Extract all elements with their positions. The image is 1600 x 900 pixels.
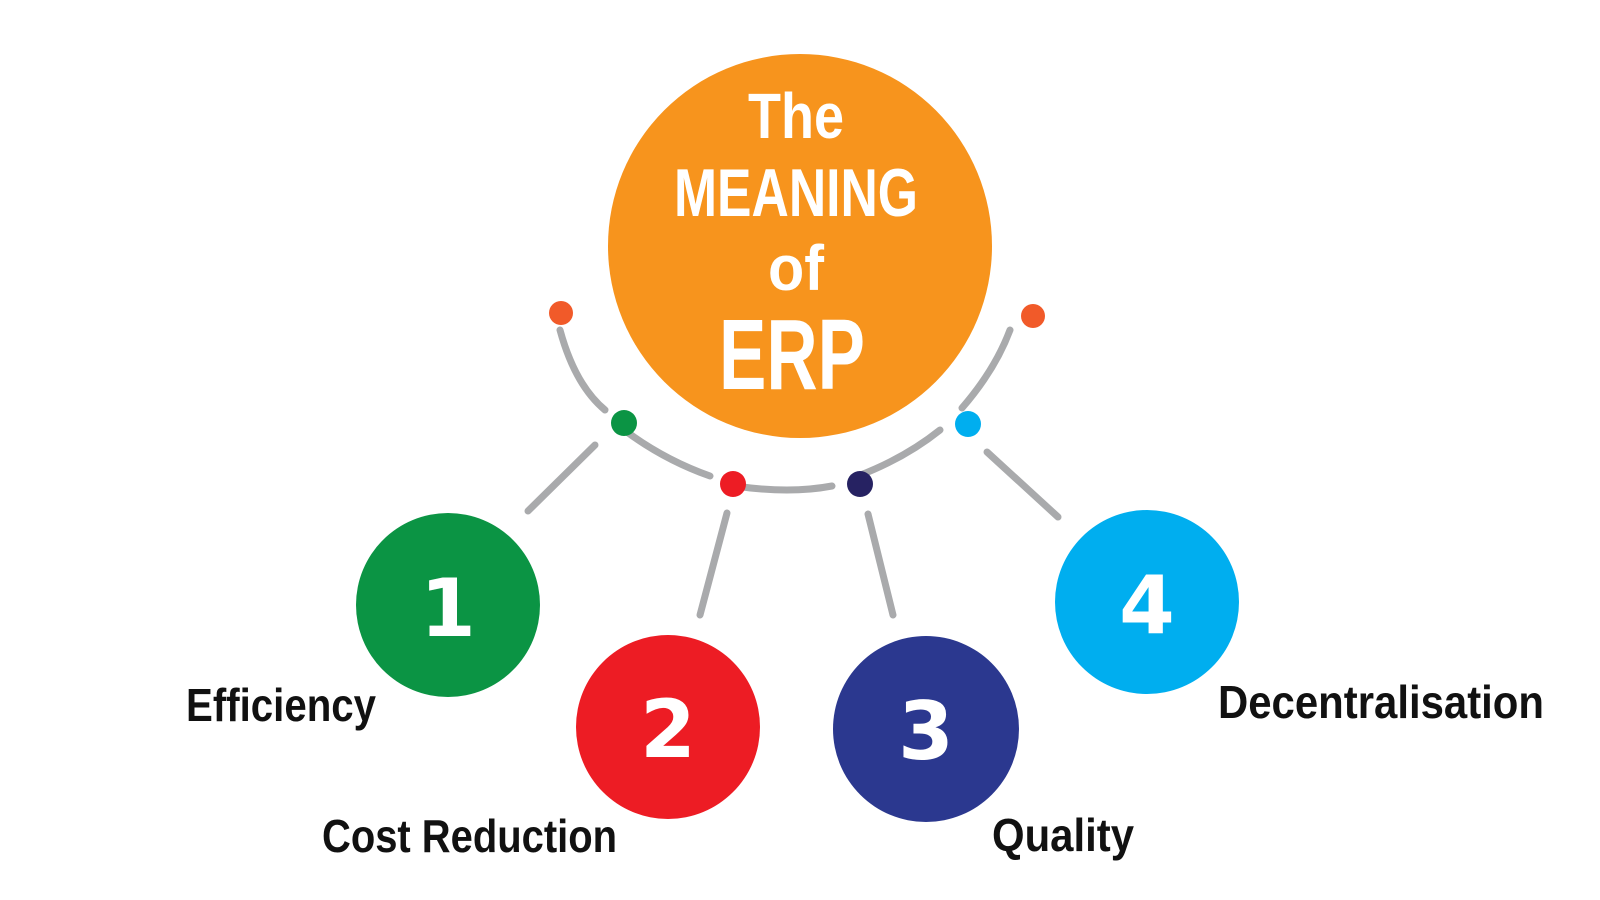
- arc-end-dot-left: [549, 301, 573, 325]
- spoke-1: [524, 441, 599, 515]
- spoke-4: [983, 448, 1062, 521]
- item-2-label: Cost Reduction: [322, 810, 617, 862]
- item-1-number: 1: [420, 562, 476, 655]
- item-1-label: Efficiency: [186, 679, 376, 731]
- junction-dot-3: [847, 471, 873, 497]
- junction-dot-4: [955, 411, 981, 437]
- junction-dot-2: [720, 471, 746, 497]
- item-4-label: Decentralisation: [1218, 676, 1544, 728]
- arc-segment-right-top: [958, 326, 1014, 412]
- item-3-circle: [833, 636, 1019, 822]
- item-2-number: 2: [640, 683, 696, 776]
- hub: The MEANING of ERP: [608, 54, 992, 438]
- item-3: 3 Quality: [833, 636, 1134, 861]
- arc-segment-left-mid: [623, 428, 714, 480]
- item-4-number: 4: [1119, 559, 1175, 652]
- arc-connector: [556, 326, 1014, 494]
- arc-segment-bottom: [731, 482, 836, 494]
- hub-line-of: of: [768, 232, 825, 304]
- item-2: 2 Cost Reduction: [322, 635, 760, 862]
- item-3-number: 3: [898, 685, 954, 778]
- item-1: 1 Efficiency: [186, 513, 540, 731]
- hub-line-erp: ERP: [719, 299, 865, 411]
- junction-dot-1: [611, 410, 637, 436]
- item-2-circle: [576, 635, 760, 819]
- arc-segment-left-top: [556, 326, 609, 414]
- spoke-2: [696, 509, 731, 619]
- arc-end-dot-right: [1021, 304, 1045, 328]
- spokes: [524, 441, 1062, 619]
- item-4-circle: [1055, 510, 1239, 694]
- item-1-circle: [356, 513, 540, 697]
- item-4: 4 Decentralisation: [1055, 510, 1544, 728]
- spoke-3: [864, 510, 897, 619]
- hub-line-meaning: MEANING: [674, 155, 918, 231]
- hub-circle: [608, 54, 992, 438]
- arc-segment-right-mid: [854, 426, 944, 480]
- item-3-label: Quality: [992, 809, 1134, 861]
- hub-line-the: The: [748, 80, 844, 152]
